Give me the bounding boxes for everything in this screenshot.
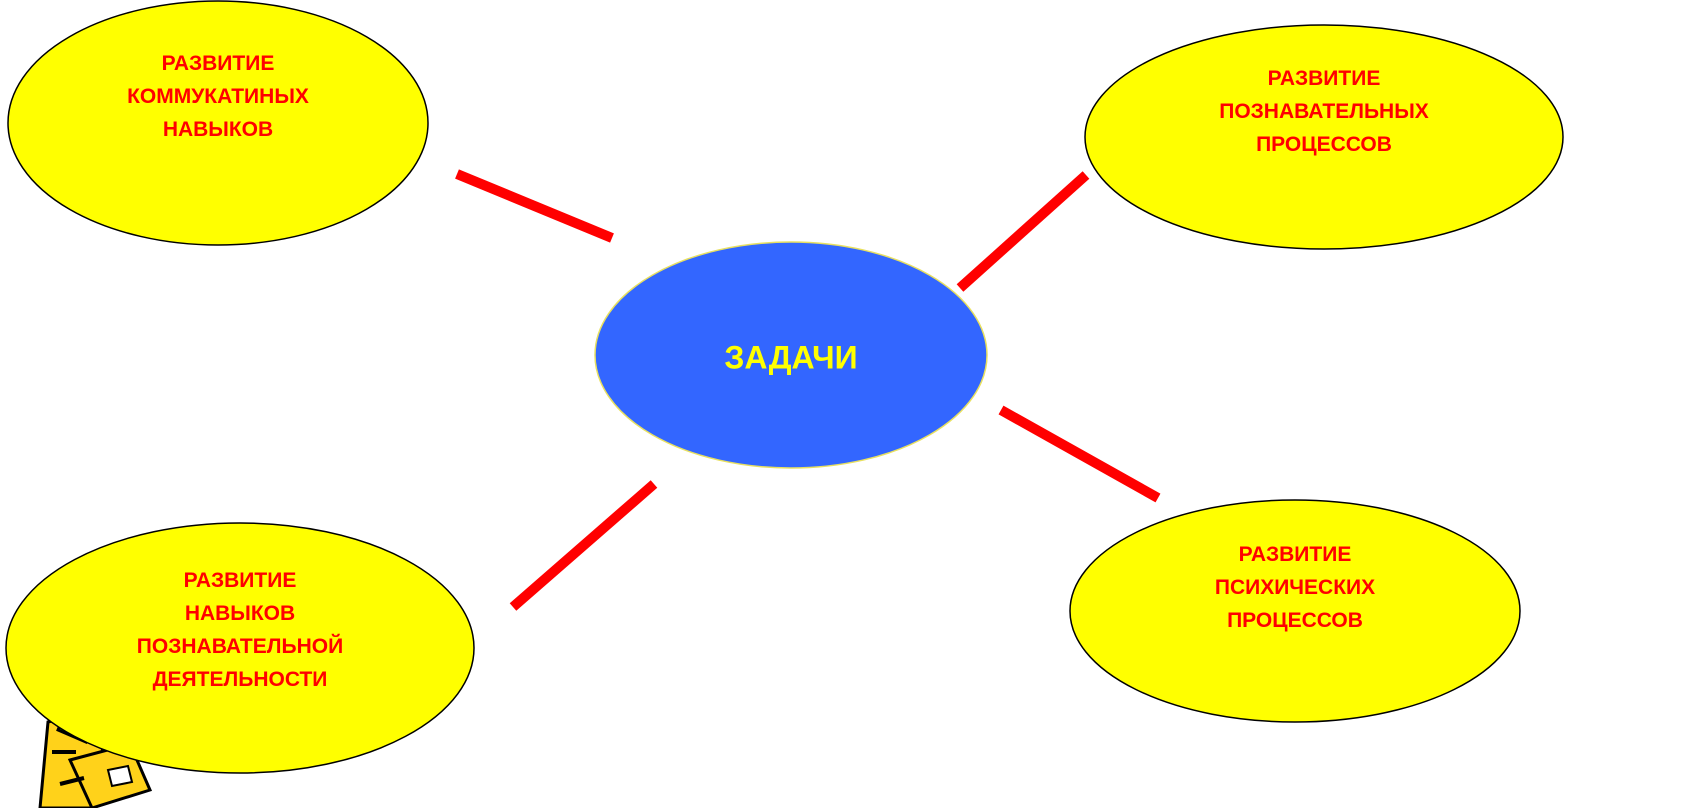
node-bottom-left: РАЗВИТИЕ НАВЫКОВ ПОЗНАВАТЕЛЬНОЙ ДЕЯТЕЛЬНОСТ… xyxy=(5,522,475,774)
node-label-line: ПРОЦЕССОВ xyxy=(1227,609,1363,632)
connector-top-right xyxy=(956,171,1090,292)
node-label-line: ПОЗНАВАТЕЛЬНЫХ xyxy=(1219,100,1429,123)
node-label-line: ПОЗНАВАТЕЛЬНОЙ xyxy=(137,634,343,658)
node-label-line: НАВЫКОВ xyxy=(185,602,295,625)
node-label-line: КОММУКАТИНЫХ xyxy=(127,85,309,108)
node-center-ellipse xyxy=(594,241,988,469)
node-top-right-label: РАЗВИТИЕ ПОЗНАВАТЕЛЬНЫХ ПРОЦЕССОВ xyxy=(1219,67,1429,156)
node-label-line: ПСИХИЧЕСКИХ xyxy=(1215,576,1375,599)
node-bottom-right: РАЗВИТИЕ ПСИХИЧЕСКИХ ПРОЦЕССОВ xyxy=(1069,499,1521,723)
node-top-left: РАЗВИТИЕ КОММУКАТИНЫХ НАВЫКОВ xyxy=(7,0,429,246)
node-label-line: НАВЫКОВ xyxy=(163,118,273,141)
connector-bottom-left xyxy=(509,480,658,611)
node-top-right: РАЗВИТИЕ ПОЗНАВАТЕЛЬНЫХ ПРОЦЕССОВ xyxy=(1084,24,1564,250)
node-label-line: РАЗВИТИЕ xyxy=(1239,543,1352,566)
connector-bottom-right xyxy=(998,405,1161,503)
node-top-left-label: РАЗВИТИЕ КОММУКАТИНЫХ НАВЫКОВ xyxy=(127,52,309,141)
node-top-left-ellipse xyxy=(7,0,429,246)
node-label-line: ПРОЦЕССОВ xyxy=(1256,133,1392,156)
node-label-line: ДЕЯТЕЛЬНОСТИ xyxy=(153,668,328,691)
node-label-line: РАЗВИТИЕ xyxy=(162,52,275,75)
node-bottom-right-ellipse xyxy=(1069,499,1521,723)
connector-top-left xyxy=(455,169,614,243)
node-bottom-left-ellipse xyxy=(5,522,475,774)
node-center: ЗАДАЧИ xyxy=(594,241,988,469)
node-top-right-ellipse xyxy=(1084,24,1564,250)
node-label-line: РАЗВИТИЕ xyxy=(184,569,297,592)
node-center-label: ЗАДАЧИ xyxy=(724,339,857,375)
node-bottom-right-label: РАЗВИТИЕ ПСИХИЧЕСКИХ ПРОЦЕССОВ xyxy=(1215,543,1375,632)
node-label-line: РАЗВИТИЕ xyxy=(1268,67,1381,90)
node-bottom-left-label: РАЗВИТИЕ НАВЫКОВ ПОЗНАВАТЕЛЬНОЙ ДЕЯТЕЛЬНОСТ… xyxy=(137,569,343,691)
